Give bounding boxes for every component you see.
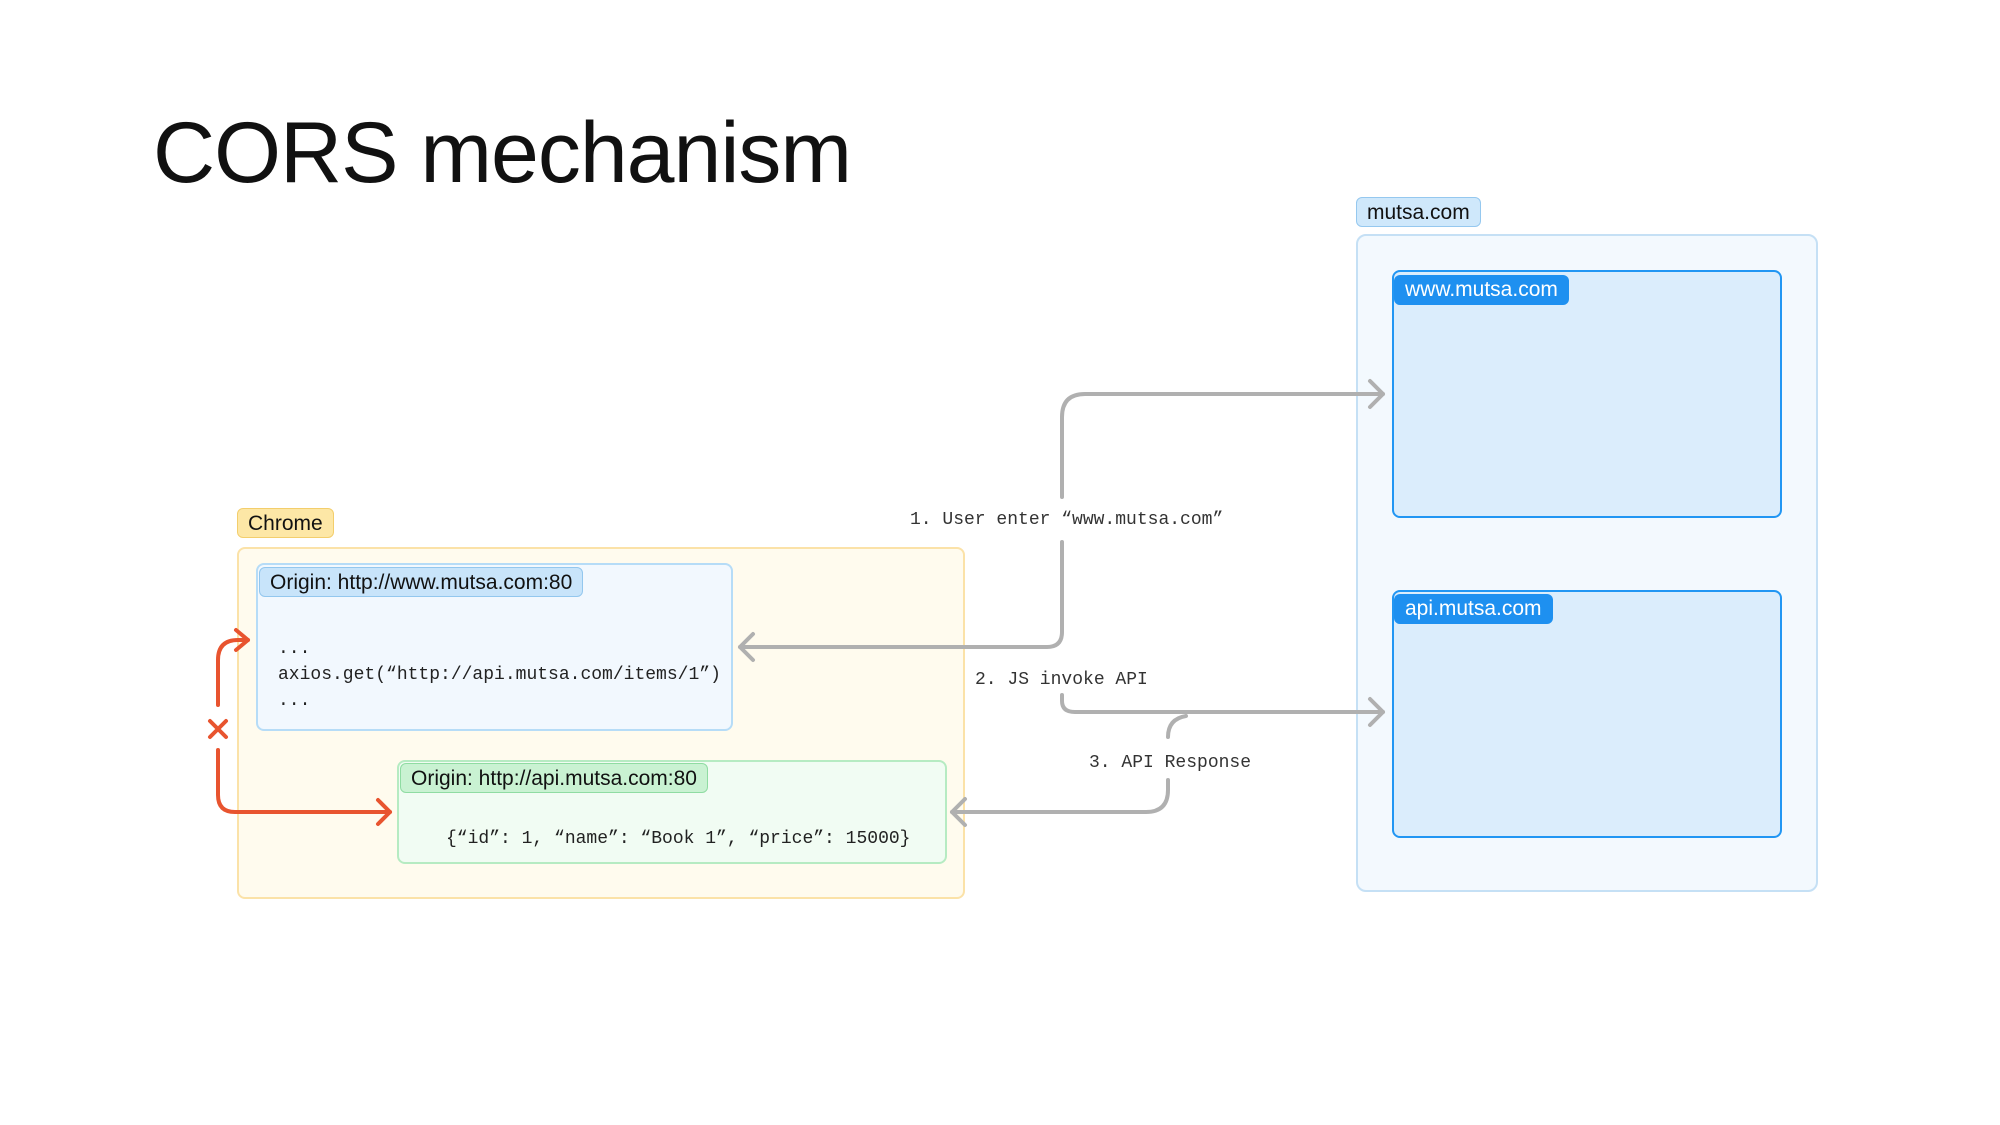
api-response-json: {“id”: 1, “name”: “Book 1”, “price”: 150…	[446, 829, 911, 849]
chrome-label: Chrome	[237, 508, 334, 538]
step-3-arrowhead	[950, 797, 967, 827]
mutsa-label: mutsa.com	[1356, 197, 1481, 227]
blocked-cross-icon	[208, 719, 228, 739]
step-2-arrowhead	[1368, 697, 1385, 727]
step-1-label: 1. User enter “www.mutsa.com”	[906, 509, 1228, 531]
www-code-line-2: axios.get(“http://api.mutsa.com/items/1”…	[278, 665, 721, 685]
www-origin-label: Origin: http://www.mutsa.com:80	[259, 567, 584, 597]
blocked-arrow-up	[216, 638, 250, 707]
www-code-line-1: ...	[278, 639, 311, 659]
step-3-arrow-lower	[950, 778, 1170, 814]
api-server-box	[1392, 590, 1782, 838]
step-3-label: 3. API Response	[1085, 752, 1256, 774]
www-server-label: www.mutsa.com	[1394, 275, 1569, 305]
step-1-arrow-to-www	[1060, 392, 1385, 499]
step-1-chrome-arrowhead	[738, 632, 755, 662]
api-server-label: api.mutsa.com	[1394, 594, 1553, 624]
blocked-arrowhead-down	[376, 798, 392, 826]
blocked-arrowhead-up	[234, 628, 250, 652]
step-2-label: 2. JS invoke API	[975, 670, 1148, 690]
api-origin-label: Origin: http://api.mutsa.com:80	[400, 763, 708, 793]
step-1-arrow-to-chrome	[738, 540, 1064, 649]
blocked-arrow-down	[216, 748, 392, 814]
step-1-arrowhead	[1368, 379, 1385, 409]
www-server-box	[1392, 270, 1782, 518]
www-code-line-3: ...	[278, 691, 311, 711]
page-title: CORS mechanism	[153, 105, 852, 201]
step-2-arrow-to-api	[1060, 693, 1385, 714]
step-3-arrow-to-chrome	[1166, 714, 1188, 739]
